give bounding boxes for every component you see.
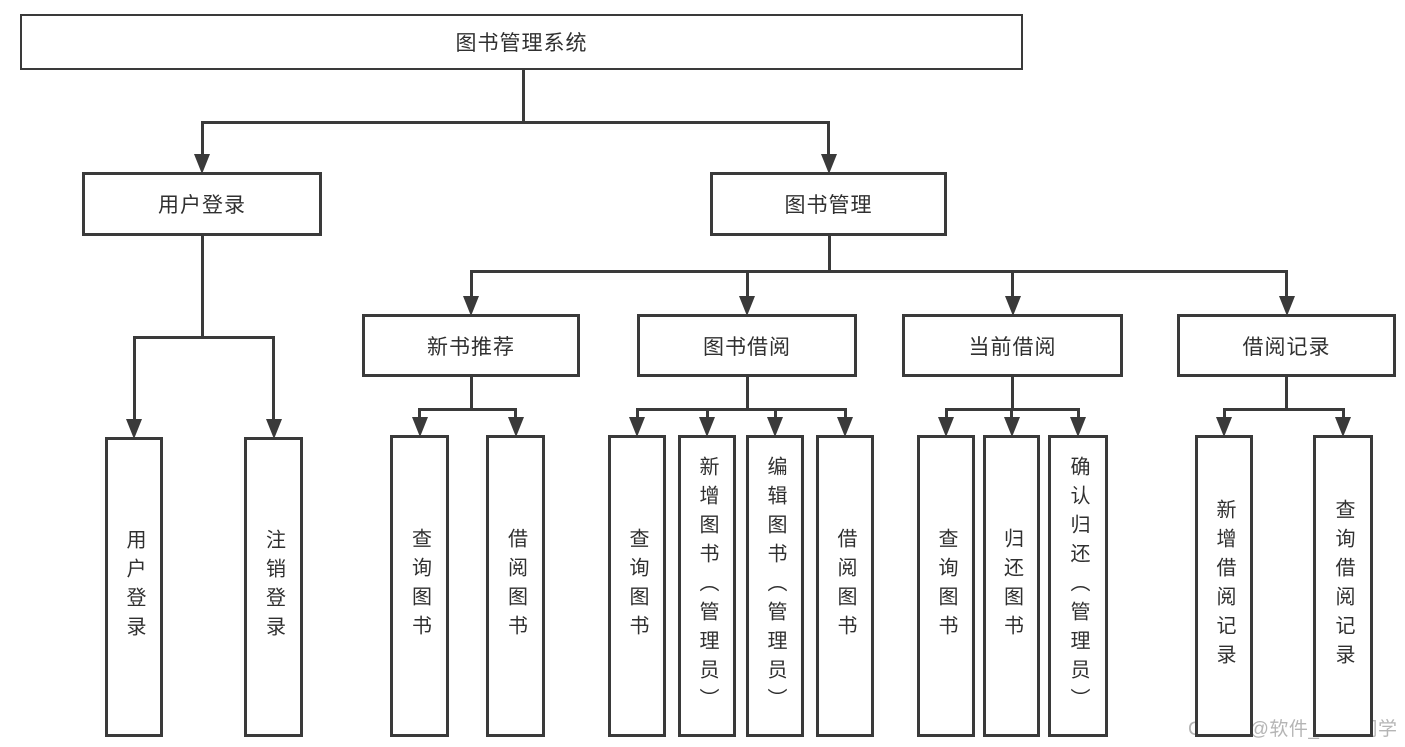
connector-vline [418, 409, 421, 419]
node-book-mgmt: 图书管理 [710, 172, 947, 236]
arrowhead-down-icon [194, 154, 210, 174]
arrowhead-down-icon [1070, 417, 1086, 437]
node-v-add-book-label: 新增图书（管理员） [696, 455, 718, 717]
node-root: 图书管理系统 [20, 14, 1023, 70]
connector-vline [200, 122, 204, 156]
node-user-login-label: 用户登录 [158, 194, 246, 217]
connector-hline [418, 407, 517, 411]
node-v-add-record-label: 新增借阅记录 [1213, 499, 1235, 673]
node-v-borrow-book-1-label: 借阅图书 [504, 528, 527, 644]
connector-hline [132, 335, 275, 339]
node-v-query-record-label: 查询借阅记录 [1332, 499, 1354, 673]
arrowhead-down-icon [1335, 417, 1351, 437]
node-v-user-login: 用户登录 [105, 437, 163, 737]
connector-hline [200, 120, 830, 124]
connector-vline [635, 409, 639, 419]
connector-vline [1011, 271, 1014, 298]
arrowhead-down-icon [837, 417, 853, 437]
node-new-book-rec-label: 新书推荐 [427, 335, 515, 359]
connector-vline [469, 377, 473, 409]
node-current-borrow-label: 当前借阅 [968, 335, 1057, 359]
connector-vline [514, 409, 517, 419]
node-current-borrow: 当前借阅 [902, 314, 1123, 377]
node-v-query-record: 查询借阅记录 [1313, 435, 1373, 737]
connector-vline [745, 377, 749, 409]
connector-vline [521, 70, 525, 122]
node-v-edit-book: 编辑图书（管理员） [746, 435, 804, 737]
arrowhead-down-icon [1004, 296, 1021, 316]
arrowhead-down-icon [699, 417, 715, 437]
arrowhead-down-icon [1278, 296, 1295, 316]
node-v-query-book-3: 查询图书 [917, 435, 975, 737]
arrowhead-down-icon [767, 417, 783, 437]
connector-vline [773, 409, 777, 419]
connector-vline [469, 271, 473, 298]
connector-hline [1222, 407, 1345, 411]
node-v-borrow-book-1: 借阅图书 [486, 435, 545, 737]
connector-vline [1341, 409, 1345, 419]
node-v-add-book: 新增图书（管理员） [678, 435, 736, 737]
node-v-confirm-return: 确认归还（管理员） [1048, 435, 1108, 737]
node-v-query-book-1: 查询图书 [390, 435, 449, 737]
node-v-user-login-label: 用户登录 [123, 529, 145, 645]
connector-vline [1284, 377, 1288, 409]
node-book-borrow: 图书借阅 [637, 314, 857, 377]
connector-vline [1285, 271, 1288, 298]
arrowhead-down-icon [820, 154, 837, 174]
node-v-logout-label: 注销登录 [262, 529, 285, 645]
connector-vline [827, 122, 830, 156]
arrowhead-down-icon [629, 417, 645, 437]
connector-vline [1010, 377, 1014, 409]
connector-vline [1222, 409, 1226, 419]
connector-vline [705, 409, 709, 419]
connector-hline [469, 269, 1288, 273]
node-root-label: 图书管理系统 [455, 32, 588, 55]
node-book-borrow-label: 图书借阅 [703, 335, 791, 359]
node-borrow-record: 借阅记录 [1177, 314, 1396, 377]
node-book-mgmt-label: 图书管理 [784, 194, 873, 217]
node-v-borrow-book-2-label: 借阅图书 [834, 528, 856, 644]
connector-vline [843, 409, 847, 419]
connector-vline [944, 409, 948, 419]
node-v-logout: 注销登录 [244, 437, 303, 737]
connector-vline [1076, 409, 1080, 419]
node-v-borrow-book-2: 借阅图书 [816, 435, 874, 737]
node-v-query-book-2-label: 查询图书 [626, 528, 648, 644]
node-v-return-book: 归还图书 [983, 435, 1040, 737]
node-new-book-rec: 新书推荐 [362, 314, 580, 377]
arrowhead-down-icon [1216, 417, 1232, 437]
node-borrow-record-label: 借阅记录 [1242, 335, 1331, 359]
connector-vline [827, 236, 831, 271]
node-v-confirm-return-label: 确认归还（管理员） [1067, 455, 1089, 717]
arrowhead-down-icon [739, 296, 755, 316]
connector-vline [1010, 409, 1013, 419]
arrowhead-down-icon [507, 417, 524, 437]
connector-vline [200, 236, 204, 337]
connector-vline [745, 271, 749, 298]
arrowhead-down-icon [411, 417, 428, 437]
node-user-login: 用户登录 [82, 172, 322, 236]
node-v-query-book-2: 查询图书 [608, 435, 666, 737]
arrowhead-down-icon [938, 417, 954, 437]
node-v-return-book-label: 归还图书 [1000, 528, 1023, 644]
connector-vline [132, 337, 136, 421]
arrowhead-down-icon [1003, 417, 1020, 437]
connector-hline [635, 407, 847, 411]
node-v-add-record: 新增借阅记录 [1195, 435, 1253, 737]
arrowhead-down-icon [463, 296, 479, 316]
arrowhead-down-icon [126, 419, 142, 439]
connector-vline [272, 337, 275, 421]
node-v-query-book-1-label: 查询图书 [408, 528, 431, 644]
node-v-edit-book-label: 编辑图书（管理员） [764, 455, 786, 717]
arrowhead-down-icon [265, 419, 282, 439]
node-v-query-book-3-label: 查询图书 [935, 528, 957, 644]
